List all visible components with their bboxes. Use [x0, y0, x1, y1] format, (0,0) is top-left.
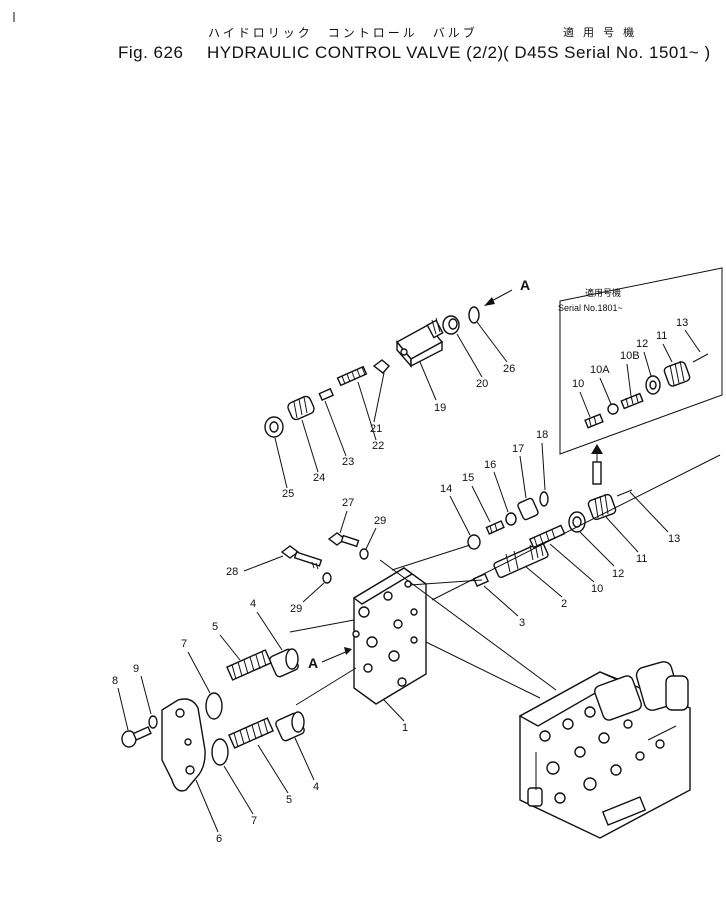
part-1-valve-section [352, 567, 427, 705]
part-2-spool [493, 540, 549, 579]
label-15: 15 [462, 472, 474, 484]
part-16-seat [505, 512, 517, 526]
inset-jp-note: 適用号機 [585, 287, 621, 298]
part-11-cap [587, 493, 617, 521]
part-25-nut [264, 416, 284, 438]
part-20-bushing [442, 315, 460, 335]
part-14-plug [467, 534, 481, 550]
part-12-washer [568, 511, 586, 533]
inset-part-10b [620, 392, 644, 410]
inset-arrow-head [591, 444, 603, 454]
diagram-title: HYDRAULIC CONTROL VALVE (2/2) [207, 43, 504, 62]
part-9-washer [148, 715, 158, 729]
inset-part-12 [645, 375, 661, 395]
part-27-bolt [327, 532, 360, 548]
part-17-sleeve [517, 497, 539, 521]
inset-serial-note: Serial No.1801~ [558, 303, 623, 313]
main-valve-assembly [518, 661, 691, 839]
label-8: 8 [112, 675, 118, 687]
label-18: 18 [536, 429, 548, 441]
label-16: 16 [484, 459, 496, 471]
label-12: 12 [612, 568, 624, 580]
label-25: 25 [282, 488, 294, 500]
part-7-oring-upper [205, 692, 223, 720]
part-19-block [395, 317, 444, 368]
label-19: 19 [434, 402, 446, 414]
label-26: 26 [503, 363, 515, 375]
label-5-lower: 5 [286, 794, 292, 806]
label-7-upper: 7 [181, 638, 187, 650]
japanese-applicable-label: 適 用 号 機 [563, 27, 638, 39]
part-10-spring [528, 524, 566, 549]
view-marker-a-mid: A [308, 655, 318, 671]
part-5-spring-lower [228, 717, 274, 749]
part-29-washer-upper [359, 548, 369, 560]
label-9: 9 [133, 663, 139, 675]
label-12-inset: 12 [636, 338, 648, 350]
label-13: 13 [668, 533, 680, 545]
part-5-spring-upper [226, 649, 272, 681]
applicable-serial: ( D45S Serial No. 1501~ ) [503, 43, 711, 62]
part-6-cover [161, 698, 206, 792]
label-3: 3 [519, 617, 525, 629]
label-10-inset: 10 [572, 378, 584, 390]
inset-part-10a [607, 403, 619, 415]
inset-part-11 [663, 360, 691, 387]
label-29-upper: 29 [374, 515, 386, 527]
part-13-pin [616, 489, 633, 497]
part-26-oring [468, 306, 480, 324]
label-29-lower: 29 [290, 603, 302, 615]
inset-part-13 [692, 353, 709, 363]
label-11: 11 [636, 553, 647, 565]
label-1: 1 [402, 722, 408, 734]
label-17: 17 [512, 443, 524, 455]
japanese-title: ハイドロリック コントロール バルブ [208, 26, 478, 40]
part-29-washer-lower [322, 572, 332, 584]
figure-number: Fig. 626 [118, 43, 184, 62]
label-11-inset: 11 [656, 330, 667, 342]
inset-part-10 [584, 413, 604, 429]
label-4-lower: 4 [313, 781, 319, 793]
label-22: 22 [372, 440, 384, 452]
part-7-oring-lower [211, 738, 229, 766]
part-23-pin [318, 387, 335, 402]
part-21-plug [372, 359, 390, 374]
label-6: 6 [216, 833, 222, 845]
part-24-spring [287, 395, 315, 421]
label-4-upper: 4 [250, 598, 256, 610]
part-15-spring [485, 520, 505, 535]
part-8-bolt [121, 726, 152, 748]
label-27: 27 [342, 497, 354, 509]
label-13-inset: 13 [676, 317, 688, 329]
label-24: 24 [313, 472, 325, 484]
label-7-lower: 7 [251, 815, 257, 827]
label-2: 2 [561, 598, 567, 610]
view-marker-a-top: A [520, 277, 530, 293]
part-28-bolt [280, 545, 323, 570]
inset-panel [559, 267, 723, 455]
label-5-upper: 5 [212, 621, 218, 633]
label-23: 23 [342, 456, 354, 468]
inset-connector-stem [592, 461, 602, 485]
part-4-spool-lower [275, 711, 305, 742]
part-4-spool-upper [269, 648, 299, 678]
label-20: 20 [476, 378, 488, 390]
part-22-spring [336, 365, 368, 387]
part-18-ring [539, 491, 549, 507]
label-28: 28 [226, 566, 238, 578]
label-14: 14 [440, 483, 452, 495]
label-10b-inset: 10B [620, 350, 640, 362]
label-21: 21 [370, 423, 382, 435]
label-10a-inset: 10A [590, 364, 610, 376]
label-10: 10 [591, 583, 603, 595]
